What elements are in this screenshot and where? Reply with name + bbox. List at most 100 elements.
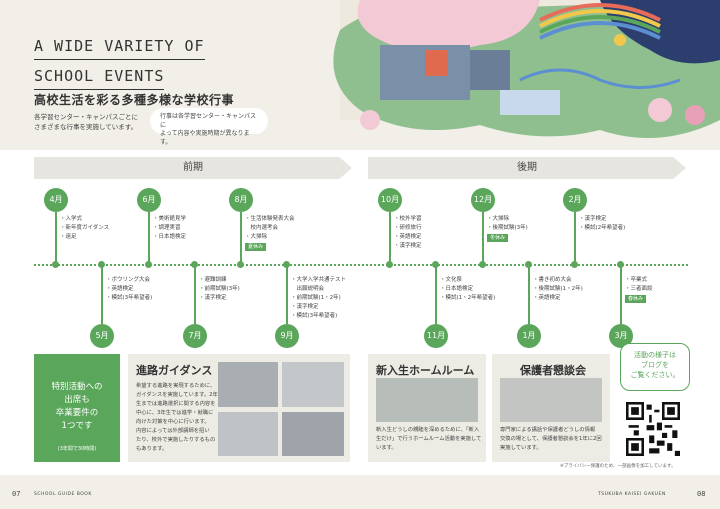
vacation-badge: 冬休み	[487, 234, 509, 242]
month-label: 2月	[563, 188, 587, 212]
text-line: 専門家による講話や保護者どうしの情報	[500, 427, 596, 433]
event: ・入学式	[60, 216, 83, 222]
event-list: ・書き初め大会 ・後期試験(1・2年) ・英語検定	[533, 276, 583, 303]
stem	[240, 212, 242, 264]
event-list: ・ボウリング大会 ・英語検定 ・模試(3年希望者)	[106, 276, 152, 303]
month-label: 6月	[137, 188, 161, 212]
stem	[574, 212, 576, 264]
stem	[55, 212, 57, 264]
card-title: 進路ガイダンス	[136, 364, 213, 377]
vacation-badge: 夏休み	[245, 243, 267, 251]
timeline-dot	[191, 261, 198, 268]
text-line: 交換の場として、保護者懇談会を1年に2回	[500, 436, 602, 442]
guidance-photo	[282, 412, 344, 456]
month-label: 5月	[90, 324, 114, 348]
event: ・ボウリング大会	[106, 277, 151, 283]
text-line: ガイダンスを実施しています。2年	[136, 392, 218, 398]
event: ・漢字検定	[394, 243, 422, 249]
timeline-dot	[237, 261, 244, 268]
second-half-banner: 後期	[368, 157, 686, 179]
intro-line-1: 各学習センター・キャンパスごとに	[34, 113, 138, 121]
event: ・遠足	[60, 234, 77, 240]
text-line: 中心に、3年生では進学・就職に	[136, 410, 214, 416]
text-line: たり、校外で実施したりするもの	[136, 437, 216, 443]
text-line: います。	[376, 445, 397, 451]
text-line: 実施しています。	[500, 445, 542, 451]
event: ・英語検定	[106, 286, 134, 292]
stem	[148, 212, 150, 264]
footer	[0, 475, 720, 509]
event: ・文化祭	[440, 277, 463, 283]
footer-label-left: SCHOOL GUIDE BOOK	[34, 492, 92, 497]
stem	[194, 266, 196, 324]
event: ・模試(1・2年希望者)	[440, 295, 496, 301]
event: 校内選考会	[245, 225, 279, 231]
timeline-dot	[283, 261, 290, 268]
event: ・大掃除	[245, 234, 268, 240]
blog-callout: 活動の様子は ブログを ご覧ください。	[620, 343, 690, 391]
text-line: もあります。	[136, 446, 168, 452]
intro-line-2: さまざまな行事を実施しています。	[34, 123, 138, 131]
special-activity-card: 特別活動への 出席も 卒業要件の 1つです (3年間で30時間)	[34, 354, 120, 462]
guidance-photo	[218, 362, 278, 407]
callout-line: ブログを	[641, 361, 669, 369]
event-list: ・文化祭 ・日本語検定 ・模試(1・2年希望者)	[440, 276, 495, 303]
event: ・大掃除	[487, 216, 510, 222]
card-line: 1つです	[61, 421, 93, 431]
text-line: 内容によっては外部講師を招い	[136, 428, 210, 434]
month-label: 7月	[183, 324, 207, 348]
event: ・卒業式	[625, 277, 648, 283]
event: ・模試(2年希望者)	[579, 225, 626, 231]
event: ・書き初め大会	[533, 277, 572, 283]
timeline-dot	[571, 261, 578, 268]
stem	[286, 266, 288, 324]
card-line: 出席も	[64, 395, 90, 405]
event: ・後期試験(1・2年)	[533, 286, 583, 292]
intro-text: 各学習センター・キャンパスごとに さまざまな行事を実施しています。	[34, 112, 164, 132]
card-title: 新入生ホームルーム	[376, 364, 475, 377]
text-line: 向けた対策を中心に行います。	[136, 419, 210, 425]
footer-label-right: TSUKUBA KAISEI GAKUEN	[598, 492, 666, 497]
event-list: ・生活体験発表大会 校内選考会 ・大掃除 夏休み	[245, 215, 295, 252]
card-text: 新入生どうしの親睦を深めるために、「新入 生だけ」で行うホームルーム活動を実施し…	[376, 426, 482, 453]
card-text: 希望する進路を実現するために、 ガイダンスを実施しています。2年 生までは進路選…	[136, 382, 224, 454]
month-label: 8月	[229, 188, 253, 212]
event: ・大学入学共通テスト	[291, 277, 347, 283]
event: ・前期試験(3年)	[199, 286, 240, 292]
event: ・校外学習	[394, 216, 422, 222]
event-list: ・大学入学共通テスト 出願説明会 ・前期試験(1・2年) ・漢字検定 ・模試(3…	[291, 276, 346, 321]
card-note: (3年間で30時間)	[57, 446, 97, 452]
event: ・模試(3年希望者)	[291, 313, 338, 319]
month-label: 10月	[378, 188, 402, 212]
timeline-dot	[386, 261, 393, 268]
month-label: 4月	[44, 188, 68, 212]
event: ・美術館見学	[153, 216, 187, 222]
qr-code-icon[interactable]	[625, 402, 681, 456]
event: ・日本語検定	[440, 286, 474, 292]
timeline-dot	[52, 261, 59, 268]
guidance-photo	[282, 362, 344, 407]
event-list: ・大掃除 ・後期試験(3年) 冬休み	[487, 215, 528, 243]
event: ・英語検定	[394, 234, 422, 240]
career-guidance-card: 進路ガイダンス 希望する進路を実現するために、 ガイダンスを実施しています。2年…	[128, 354, 350, 462]
timeline-axis	[34, 264, 688, 266]
event: ・研修旅行	[394, 225, 422, 231]
callout-line: ご覧ください。	[630, 371, 680, 379]
text-line: 希望する進路を実現するために、	[136, 383, 216, 389]
event: ・漢字検定	[199, 295, 227, 301]
card-line: 特別活動への	[51, 382, 103, 392]
text-line: 新入生どうしの親睦を深めるために、「新入	[376, 427, 480, 433]
page-title-en: A WIDE VARIETY OF SCHOOL EVENTS	[34, 34, 205, 94]
stem	[435, 266, 437, 324]
month-label: 12月	[471, 188, 495, 212]
event: ・生活体験発表大会	[245, 216, 295, 222]
event: ・新年度ガイダンス	[60, 225, 110, 231]
first-half-banner: 前期	[34, 157, 352, 179]
stem	[389, 212, 391, 264]
event-list: ・美術館見学 ・調理実習 ・日本語検定	[153, 215, 186, 242]
timeline-dot	[617, 261, 624, 268]
stem	[482, 212, 484, 264]
stem	[528, 266, 530, 324]
event-list: ・卒業式 ・三者面談 春休み	[625, 276, 653, 304]
event-list: ・入学式 ・新年度ガイダンス ・遠足	[60, 215, 109, 242]
